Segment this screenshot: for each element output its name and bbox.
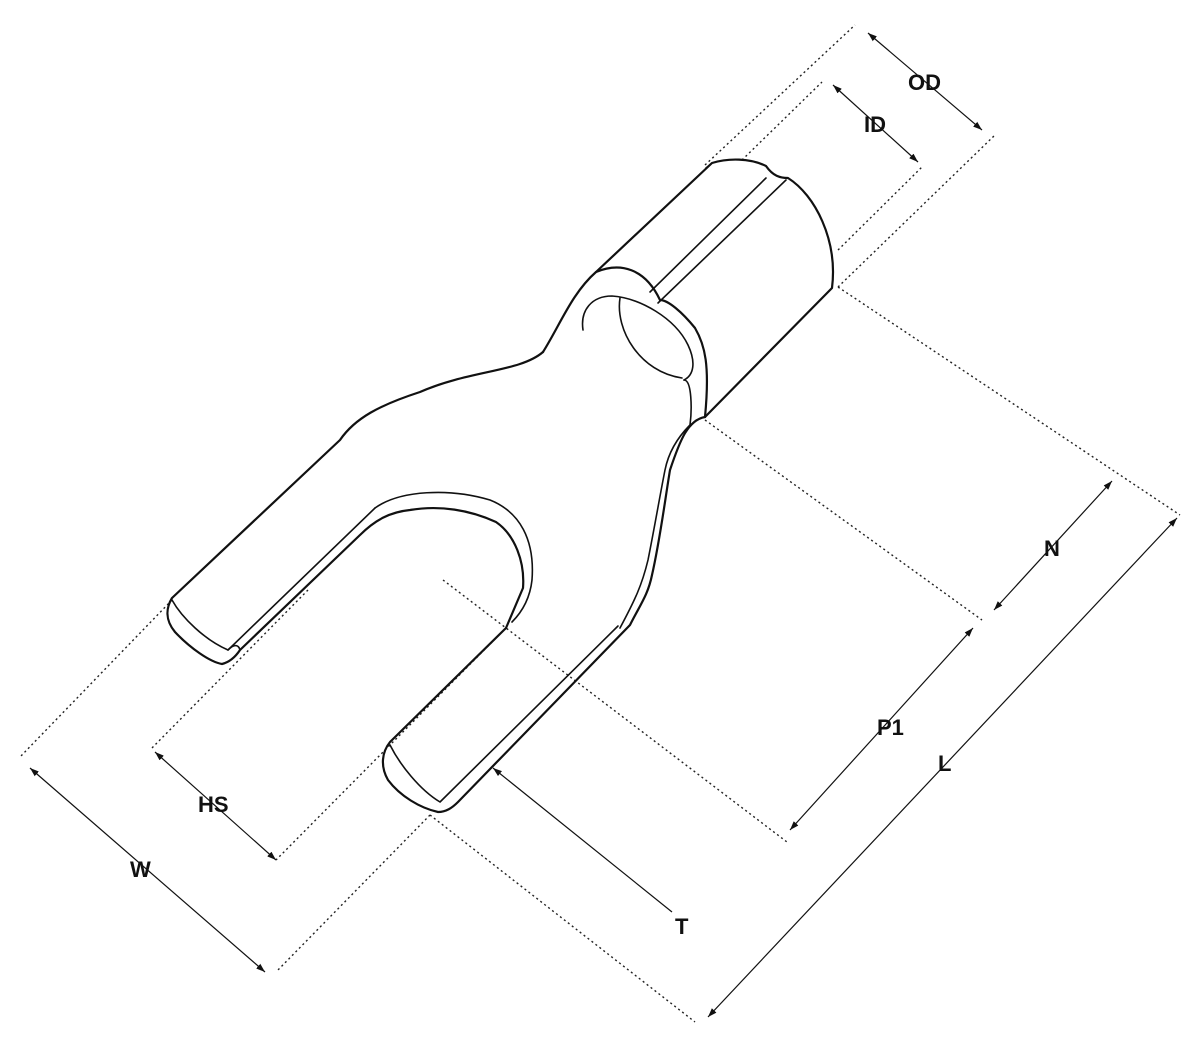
- dimension-labels: OD ID N P1 L HS W T: [130, 70, 1060, 939]
- label-hs: HS: [198, 792, 229, 817]
- p1-extension: [442, 579, 788, 843]
- crimp-hole: [618, 297, 683, 379]
- spade-right-arm: [381, 415, 707, 814]
- fork-inner-edge: [227, 491, 534, 651]
- w-dimension-arrow: [29, 767, 266, 973]
- n-extension: [704, 419, 983, 621]
- l-dimension-arrow: [707, 517, 1178, 1018]
- label-id: ID: [864, 112, 886, 137]
- label-od: OD: [908, 70, 941, 95]
- id-extension-right: [837, 166, 923, 251]
- label-w: W: [130, 857, 151, 882]
- w-extension-left: [19, 599, 173, 758]
- spade-left-arm: [166, 350, 545, 666]
- id-extension-left: [741, 81, 823, 161]
- right-arm-thickness-edge: [619, 379, 692, 629]
- barrel-outline: [594, 158, 835, 419]
- label-n: N: [1044, 536, 1060, 561]
- dimension-arrows: [29, 32, 1178, 1018]
- label-t: T: [675, 914, 689, 939]
- od-extension-left: [704, 24, 856, 166]
- barrel-end-rim: [705, 162, 713, 169]
- l-extension-top: [837, 286, 1181, 516]
- crimp-collar-outer: [541, 266, 709, 419]
- label-l: L: [938, 751, 951, 776]
- id-dimension-arrow: [832, 84, 919, 163]
- l-extension-bottom: [429, 814, 696, 1023]
- spade-terminal: [166, 158, 835, 814]
- hs-extension-left: [149, 589, 309, 751]
- label-p1: P1: [877, 715, 904, 740]
- od-dimension-arrow: [867, 32, 983, 131]
- crimp-collar-inner: [581, 295, 694, 381]
- w-extension-right: [275, 814, 431, 973]
- barrel-seam-1: [649, 177, 767, 293]
- od-extension-right: [837, 134, 996, 288]
- right-tine-face: [389, 625, 619, 803]
- extension-lines: [19, 24, 1181, 1023]
- left-tine-face: [171, 507, 376, 651]
- barrel-seam-2: [657, 179, 787, 304]
- t-leader-arrow: [492, 767, 673, 913]
